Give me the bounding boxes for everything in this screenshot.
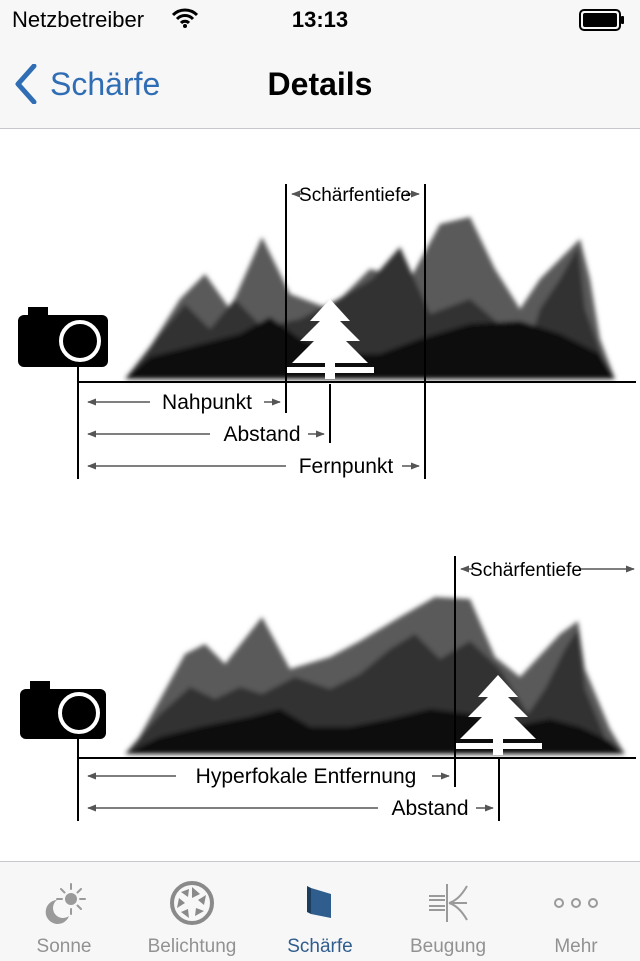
mountains-illustration	[125, 217, 615, 379]
wifi-icon	[171, 8, 199, 33]
focus-plane-icon	[307, 886, 331, 918]
more-icon	[554, 898, 598, 908]
distance-label: Abstand	[391, 797, 468, 820]
camera-icon	[20, 681, 106, 739]
carrier-name: Netzbetreiber	[12, 7, 145, 32]
back-button-label: Schärfe	[50, 65, 161, 102]
tree-icon	[454, 675, 542, 755]
tree-icon	[286, 299, 374, 379]
diagram-hyperfocal: Schärfentiefe Hyperfokale Entfernung Abs…	[20, 556, 636, 821]
battery-icon	[579, 9, 625, 31]
distance-label: Abstand	[223, 423, 300, 446]
depth-of-field-label: Schärfentiefe	[299, 185, 411, 206]
chevron-left-icon	[15, 64, 37, 104]
back-button[interactable]: Schärfe	[14, 62, 160, 106]
mountains-illustration	[125, 597, 625, 754]
hyperfocal-distance-label: Hyperfokale Entfernung	[196, 765, 417, 788]
tab-bar: Sonne Belichtung Schärfe	[0, 861, 640, 961]
far-point-label: Fernpunkt	[299, 455, 394, 478]
camera-icon	[18, 307, 108, 367]
sun-moon-icon	[45, 883, 86, 924]
tab-belichtung[interactable]: Belichtung	[128, 862, 256, 961]
tab-sonne[interactable]: Sonne	[0, 862, 128, 961]
tab-label: Schärfe	[287, 936, 353, 957]
tab-label: Sonne	[36, 936, 92, 957]
near-point-label: Nahpunkt	[162, 391, 252, 414]
status-time: 13:13	[291, 7, 349, 32]
page-title: Details	[267, 66, 373, 102]
tab-label: Belichtung	[147, 936, 237, 957]
navigation-bar: Schärfe Details	[0, 40, 640, 129]
tab-label: Beugung	[409, 936, 487, 957]
depth-of-field-label: Schärfentiefe	[470, 560, 582, 581]
status-bar: Netzbetreiber 13:13	[0, 0, 640, 40]
depth-of-field-diagrams: Schärfentiefe Nahpunkt Abstand Fernpunkt	[0, 129, 640, 861]
aperture-icon	[170, 881, 214, 925]
tab-label: Mehr	[554, 936, 598, 957]
tab-beugung[interactable]: Beugung	[384, 862, 512, 961]
tab-schaerfe[interactable]: Schärfe	[256, 862, 384, 961]
tab-mehr[interactable]: Mehr	[512, 862, 640, 961]
diagram-depth-of-field: Schärfentiefe Nahpunkt Abstand Fernpunkt	[18, 184, 636, 479]
diffraction-icon	[429, 884, 468, 922]
